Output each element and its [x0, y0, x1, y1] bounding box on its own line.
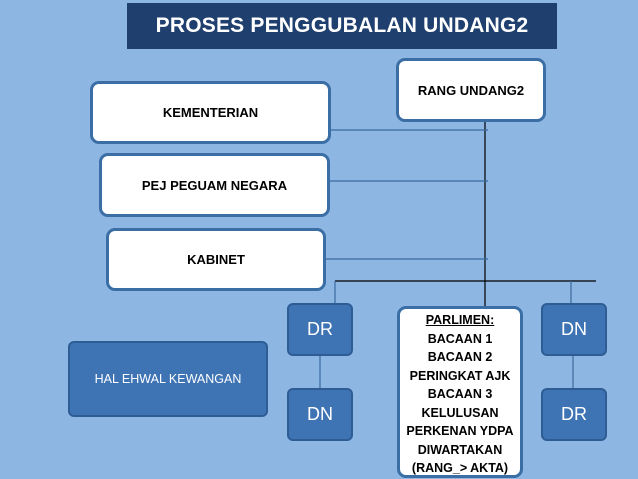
node-kabinet-label: KABINET	[187, 252, 245, 267]
parlimen-heading: PARLIMEN:	[425, 313, 495, 327]
node-pej-peguam-negara-label: PEJ PEGUAM NEGARA	[141, 177, 288, 193]
node-hal-ehwal-kewangan-label: HAL EHWAL KEWANGAN	[94, 372, 242, 386]
node-pej-peguam-negara: PEJ PEGUAM NEGARA	[99, 153, 330, 217]
node-rang-undang2-label: RANG UNDANG2	[417, 82, 525, 98]
parlimen-step: DIWARTAKAN	[417, 442, 503, 457]
parlimen-step: BACAAN 2	[427, 350, 493, 364]
node-parlimen: PARLIMEN: BACAAN 1 BACAAN 2 PERINGKAT AJ…	[397, 306, 523, 478]
parlimen-step: PERKENAN YDPA	[406, 424, 514, 438]
node-kementerian-label: KEMENTERIAN	[162, 105, 259, 120]
parlimen-step: (RANG_> AKTA)	[411, 461, 509, 475]
node-rang-undang2: RANG UNDANG2	[396, 58, 546, 122]
node-kabinet: KABINET	[106, 228, 326, 291]
node-dn-right-label: DN	[561, 319, 587, 339]
parlimen-step: BACAAN 1	[427, 331, 493, 346]
parlimen-step: PERINGKAT AJK	[409, 368, 511, 383]
node-kementerian: KEMENTERIAN	[90, 81, 331, 144]
node-dn-left: DN	[287, 388, 353, 441]
parlimen-step: KELULUSAN	[421, 405, 499, 420]
node-dn-right: DN	[541, 303, 607, 356]
node-dr-left-label: DR	[307, 319, 333, 339]
node-dr-right: DR	[541, 388, 607, 441]
node-dr-right-label: DR	[561, 404, 587, 424]
page-title: PROSES PENGGUBALAN UNDANG2	[127, 3, 557, 49]
node-dr-left: DR	[287, 303, 353, 356]
node-dn-left-label: DN	[307, 404, 333, 424]
node-hal-ehwal-kewangan: HAL EHWAL KEWANGAN	[68, 341, 268, 417]
parlimen-step: BACAAN 3	[427, 387, 493, 401]
